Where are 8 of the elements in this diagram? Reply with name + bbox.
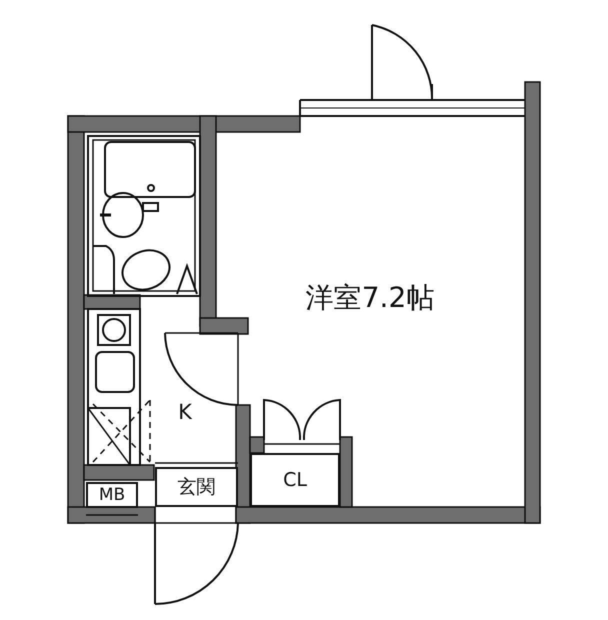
room-box: [250, 453, 340, 507]
room-box: [155, 467, 238, 507]
room-box: [86, 482, 138, 508]
room-label: K: [178, 401, 192, 425]
room-label: CL: [283, 470, 307, 490]
room-label: MB: [98, 486, 126, 504]
room-label: 玄関: [178, 476, 216, 498]
room-label: 洋室7.2帖: [306, 282, 434, 314]
